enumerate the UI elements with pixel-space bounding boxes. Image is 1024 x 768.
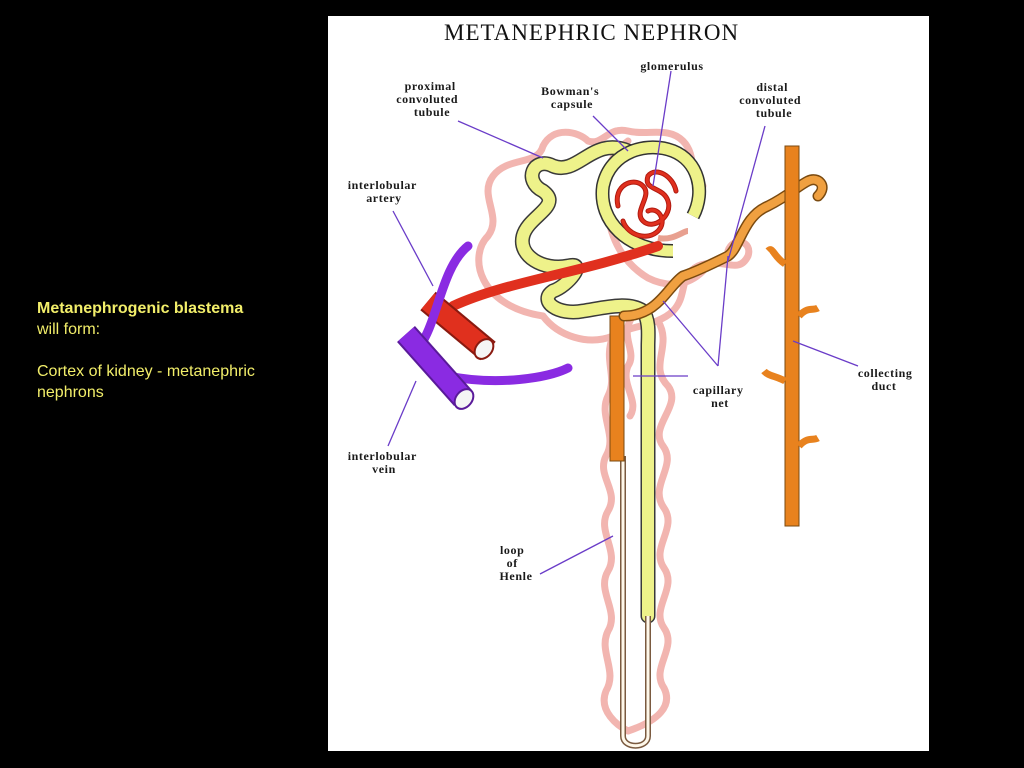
label-capillary-net: capillary net [693, 383, 747, 410]
label-glomerulus: glomerulus [640, 59, 703, 73]
caption-line-2: will form: [37, 321, 101, 338]
collecting-duct [761, 145, 820, 527]
caption-line-3: Cortex of kidney - metanephric [37, 363, 255, 380]
vein-branch-lower [443, 363, 573, 386]
interlobular-vein [397, 326, 475, 410]
label-bowmans-capsule: Bowman's capsule [541, 84, 603, 111]
label-interlobular-artery: interlobular artery [348, 178, 421, 205]
label-collecting-duct: collecting duct [858, 366, 916, 393]
label-interlobular-vein: interlobular vein [348, 449, 421, 476]
afferent-stub [657, 228, 689, 242]
caption-heading: Metanephrogenic blastema [37, 300, 244, 317]
diagram-title: METANEPHRIC NEPHRON [444, 20, 739, 45]
leader-lines [387, 70, 859, 575]
label-distal-convoluted-tubule: distal convoluted tubule [739, 80, 805, 120]
distal-convoluted-tubule [620, 175, 827, 320]
caption-line-4: nephrons [37, 384, 104, 401]
afferent-arteriole [448, 241, 663, 311]
nephron-diagram-panel: METANEPHRIC NEPHRON [328, 16, 929, 751]
loop-of-henle-thin-fill [621, 456, 650, 748]
label-loop-of-henle: loop of Henle [500, 543, 533, 583]
caption-text: Metanephrogenic blastema will form: Cort… [37, 298, 307, 403]
vein-branch-upper [418, 241, 473, 346]
nephron-diagram: METANEPHRIC NEPHRON [348, 20, 916, 749]
label-proximal-convoluted-tubule: proximal convoluted tubule [396, 79, 462, 119]
proximal-tubule-fill [516, 141, 655, 622]
glomerulus-fill [615, 170, 678, 238]
bowmans-capsule [596, 141, 705, 257]
thick-ascending-limb [609, 315, 625, 462]
